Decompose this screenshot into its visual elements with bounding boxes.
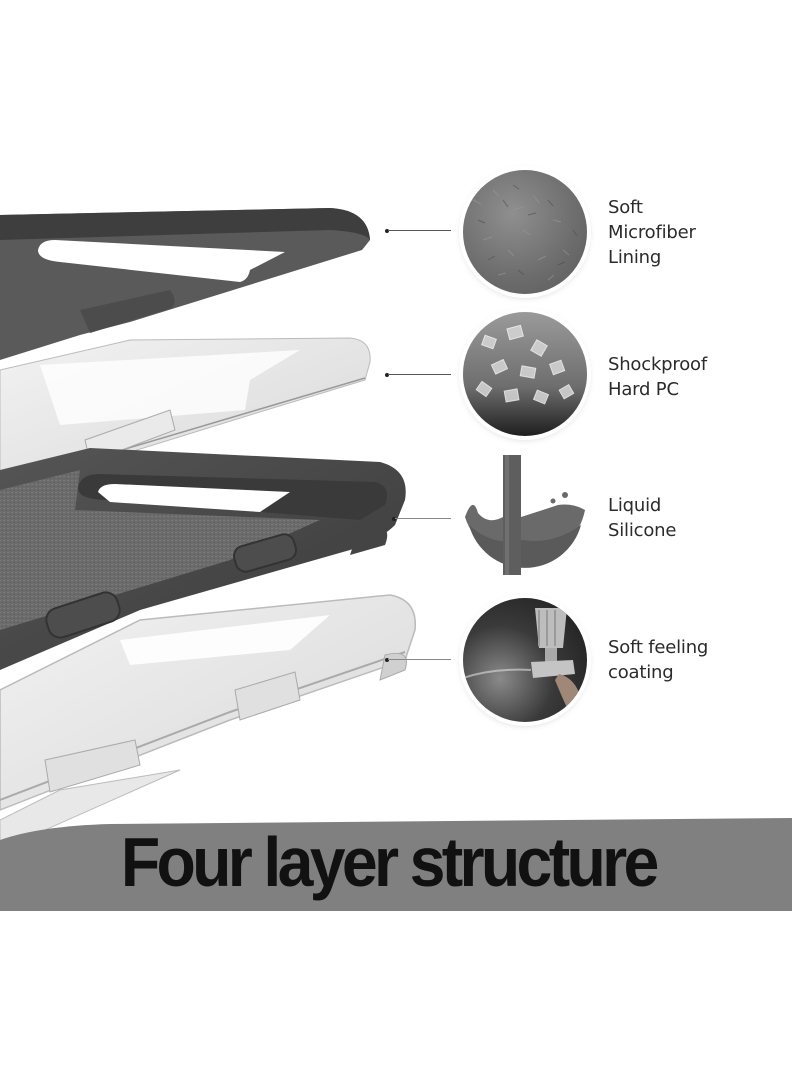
callout-line [388, 374, 451, 375]
feature-label: Soft Microfiber Lining [608, 195, 696, 270]
label-line: Microfiber [608, 222, 696, 243]
feature-label: Shockproof Hard PC [608, 352, 707, 402]
layer-soft-coating [0, 594, 417, 851]
feature-label: Soft feeling coating [608, 635, 708, 685]
microfiber-texture-icon [463, 170, 587, 294]
feature-liquid-silicone: Liquid Silicone [0, 455, 792, 585]
callout-dot [385, 229, 389, 233]
callout-dot [385, 373, 389, 377]
feature-soft-feeling-coating: Soft feeling coating [0, 595, 792, 725]
label-line: Hard PC [608, 379, 679, 400]
label-line: Liquid [608, 495, 662, 516]
feature-shockproof-hard-pc: Shockproof Hard PC [0, 310, 792, 440]
label-line: coating [608, 662, 674, 683]
callout-dot [385, 658, 389, 662]
label-line: Silicone [608, 520, 677, 541]
pc-granules-texture-icon [463, 312, 587, 436]
feature-label: Liquid Silicone [608, 493, 676, 543]
callout-dot [392, 517, 396, 521]
label-line: Lining [608, 247, 662, 268]
layer-liquid-silicone [0, 448, 406, 670]
callout-line [388, 230, 451, 231]
layer-top-shell [0, 208, 370, 360]
label-line: Shockproof [608, 354, 707, 375]
label-line: Soft [608, 197, 643, 218]
callout-line [388, 659, 451, 660]
feature-soft-microfiber-lining: Soft Microfiber Lining [0, 165, 792, 295]
spray-gun-coating-icon [463, 598, 587, 722]
callout-line [395, 518, 451, 519]
liquid-silicone-splash-icon [463, 455, 587, 579]
banner-ribbon [0, 818, 792, 911]
banner-title: Four layer structure [120, 823, 659, 901]
label-line: Soft feeling [608, 637, 709, 658]
